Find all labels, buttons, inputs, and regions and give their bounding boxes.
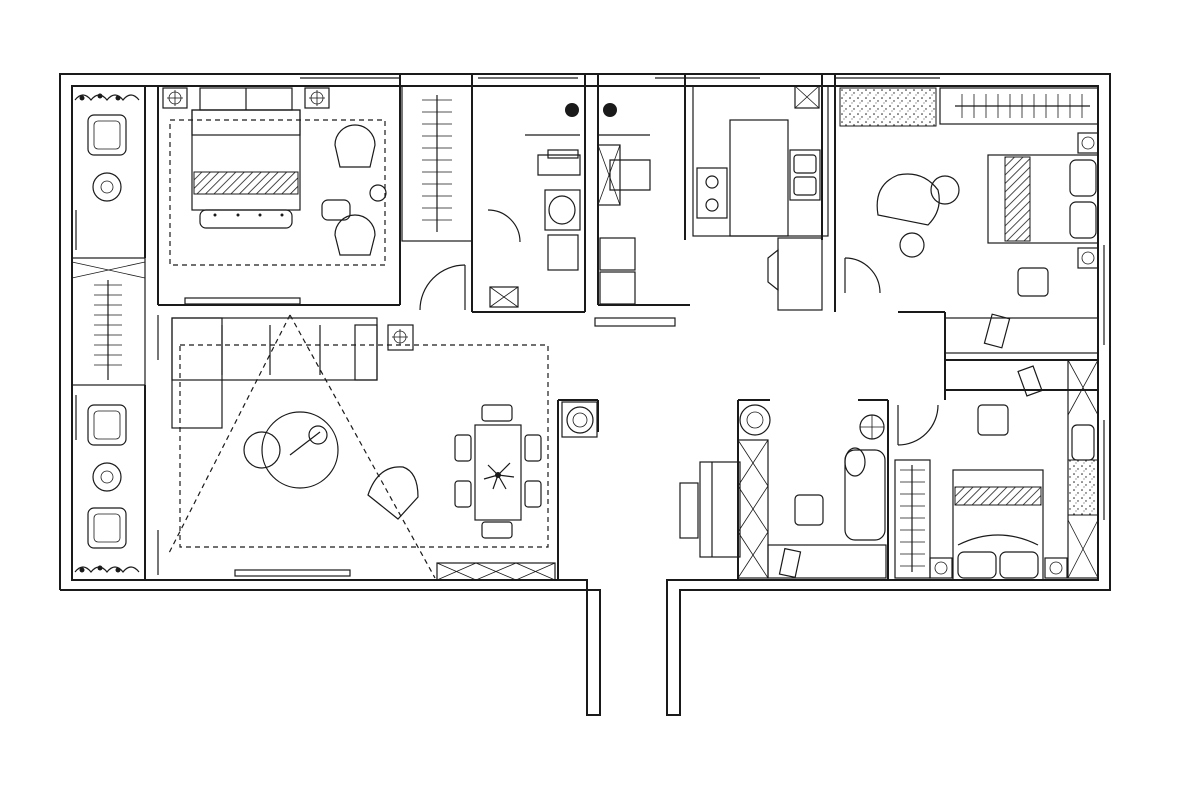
radiator-icon — [94, 280, 122, 380]
lamp-icon — [304, 87, 330, 109]
room-kitchen — [684, 74, 881, 311]
wardrobe-icon — [939, 87, 1099, 125]
washing-machine-icon — [547, 234, 579, 271]
door-swing-icon — [487, 209, 521, 243]
room-bathroom-1 — [471, 74, 586, 313]
armchair-icon — [87, 114, 127, 156]
bed-icon — [191, 109, 301, 229]
side-table-icon — [369, 184, 387, 202]
armchair-icon — [794, 494, 824, 526]
armchair-icon — [977, 404, 1009, 436]
tv-icon — [184, 297, 301, 305]
rug-icon — [839, 87, 937, 127]
bookshelf-icon — [679, 461, 741, 558]
plant-icon — [483, 462, 515, 490]
sink-icon — [544, 189, 581, 231]
plant-icon — [739, 404, 771, 436]
side-table-icon — [92, 462, 122, 492]
outer-walls — [59, 73, 1111, 716]
plant-icon — [561, 401, 598, 438]
bed-icon — [952, 469, 1044, 581]
armchair-icon — [367, 466, 419, 520]
door-swing-icon — [419, 264, 466, 311]
side-table-icon — [387, 324, 414, 351]
tv-cabinet-icon — [436, 562, 556, 581]
room-living-dining — [167, 264, 599, 581]
dining-table-icon — [454, 404, 542, 539]
lamp-icon — [1077, 247, 1099, 269]
desk-chair-icon — [983, 313, 1011, 349]
wardrobe-icon — [401, 85, 473, 242]
toilet-icon — [537, 149, 581, 176]
shower-icon — [565, 103, 579, 117]
door-swing-icon — [897, 404, 939, 446]
plant-icon — [74, 93, 140, 101]
ottoman-icon — [321, 199, 351, 221]
toilet-icon — [597, 144, 651, 206]
room-bedroom-3 — [894, 359, 1105, 581]
tv-icon — [234, 569, 351, 577]
lamp-icon — [1077, 132, 1099, 154]
armchair-icon — [87, 404, 127, 446]
sofa-icon — [171, 317, 378, 429]
armchair-icon — [87, 507, 127, 549]
room-master-bedroom — [157, 74, 473, 306]
side-table-icon — [92, 172, 122, 202]
armchair-icon — [334, 214, 376, 256]
lounge-chair-icon — [876, 173, 960, 258]
desk-chair-icon — [1017, 365, 1043, 397]
fridge-icon — [794, 85, 820, 109]
lamp-icon — [1044, 557, 1068, 579]
floor-drain-icon — [489, 286, 519, 308]
lamp-icon — [859, 414, 885, 440]
plant-icon — [74, 565, 140, 573]
wardrobe-icon — [1067, 359, 1099, 579]
room-balcony-west — [71, 86, 159, 580]
headboard-icon — [199, 87, 293, 111]
lamp-icon — [929, 557, 953, 579]
bed-icon — [987, 154, 1099, 244]
room-bedroom-2 — [834, 74, 1105, 400]
desk-chair-icon — [778, 547, 802, 579]
armchair-icon — [1017, 267, 1049, 297]
sofa-icon — [844, 447, 886, 541]
washing-machine-icon — [599, 271, 636, 305]
shower-icon — [603, 103, 617, 117]
room-study — [679, 399, 939, 580]
door-swing-icon — [844, 257, 881, 294]
coffee-table-icon — [243, 411, 339, 489]
wardrobe-icon — [894, 459, 931, 579]
room-bathroom-2 — [594, 74, 690, 327]
refrigerator-icon — [767, 237, 823, 311]
stove-icon — [696, 167, 728, 219]
sink-icon — [599, 237, 636, 271]
sink-icon — [789, 149, 821, 201]
armchair-icon — [334, 124, 376, 168]
desk-icon — [767, 544, 887, 579]
lamp-icon — [162, 87, 188, 109]
